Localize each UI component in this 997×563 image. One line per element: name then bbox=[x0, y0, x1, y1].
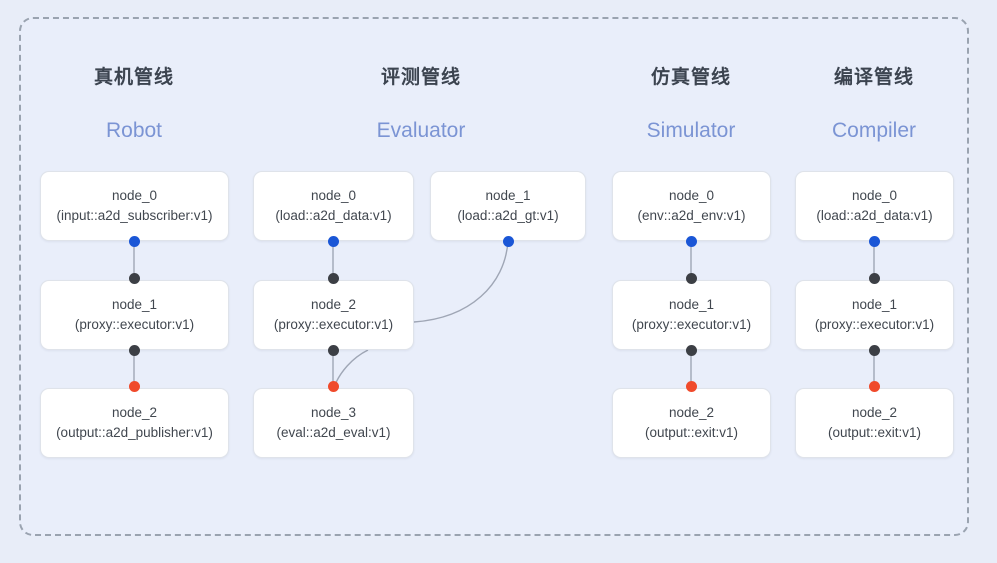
port-evaluator-3-in[interactable] bbox=[328, 381, 339, 392]
column-header-evaluator: 评测管线 Evaluator bbox=[321, 62, 521, 143]
port-evaluator-2-in[interactable] bbox=[328, 273, 339, 284]
node-id: node_2 bbox=[668, 405, 715, 420]
node-id: node_2 bbox=[851, 405, 898, 420]
node-kind: (load::a2d_data:v1) bbox=[275, 208, 392, 223]
node-evaluator-0[interactable]: node_0 (load::a2d_data:v1) bbox=[253, 171, 414, 241]
node-evaluator-2[interactable]: node_2 (proxy::executor:v1) bbox=[253, 280, 414, 350]
node-id: node_1 bbox=[668, 297, 715, 312]
node-id: node_0 bbox=[668, 188, 715, 203]
port-evaluator-2-out[interactable] bbox=[328, 345, 339, 356]
port-compiler-1-in[interactable] bbox=[869, 273, 880, 284]
node-kind: (eval::a2d_eval:v1) bbox=[276, 425, 391, 440]
node-id: node_1 bbox=[111, 297, 158, 312]
node-id: node_2 bbox=[310, 297, 357, 312]
column-title-en-simulator: Simulator bbox=[646, 119, 736, 142]
port-compiler-0-out[interactable] bbox=[869, 236, 880, 247]
node-robot-1[interactable]: node_1 (proxy::executor:v1) bbox=[40, 280, 229, 350]
node-robot-0[interactable]: node_0 (input::a2d_subscriber:v1) bbox=[40, 171, 229, 241]
node-kind: (input::a2d_subscriber:v1) bbox=[56, 208, 213, 223]
node-kind: (output::exit:v1) bbox=[644, 425, 739, 440]
port-simulator-2-in[interactable] bbox=[686, 381, 697, 392]
port-evaluator-1-out[interactable] bbox=[503, 236, 514, 247]
column-header-compiler: 编译管线 Compiler bbox=[774, 62, 974, 143]
port-simulator-0-out[interactable] bbox=[686, 236, 697, 247]
node-kind: (proxy::executor:v1) bbox=[631, 317, 752, 332]
column-title-en-compiler: Compiler bbox=[831, 119, 917, 142]
column-title-cn-simulator: 仿真管线 bbox=[650, 67, 731, 88]
port-robot-1-in[interactable] bbox=[129, 273, 140, 284]
node-kind: (output::a2d_publisher:v1) bbox=[56, 425, 213, 440]
port-robot-0-out[interactable] bbox=[129, 236, 140, 247]
node-evaluator-1[interactable]: node_1 (load::a2d_gt:v1) bbox=[430, 171, 586, 241]
node-simulator-2[interactable]: node_2 (output::exit:v1) bbox=[612, 388, 771, 458]
node-compiler-2[interactable]: node_2 (output::exit:v1) bbox=[795, 388, 954, 458]
column-title-cn-evaluator: 评测管线 bbox=[380, 67, 461, 88]
port-simulator-1-out[interactable] bbox=[686, 345, 697, 356]
node-kind: (proxy::executor:v1) bbox=[74, 317, 195, 332]
column-title-cn-robot: 真机管线 bbox=[93, 67, 174, 88]
node-kind: (proxy::executor:v1) bbox=[273, 317, 394, 332]
node-kind: (proxy::executor:v1) bbox=[814, 317, 935, 332]
node-simulator-0[interactable]: node_0 (env::a2d_env:v1) bbox=[612, 171, 771, 241]
node-compiler-0[interactable]: node_0 (load::a2d_data:v1) bbox=[795, 171, 954, 241]
node-kind: (load::a2d_gt:v1) bbox=[457, 208, 559, 223]
node-simulator-1[interactable]: node_1 (proxy::executor:v1) bbox=[612, 280, 771, 350]
node-id: node_0 bbox=[310, 188, 357, 203]
port-simulator-1-in[interactable] bbox=[686, 273, 697, 284]
node-id: node_0 bbox=[111, 188, 158, 203]
column-header-robot: 真机管线 Robot bbox=[34, 62, 234, 143]
node-id: node_1 bbox=[485, 188, 531, 203]
node-kind: (env::a2d_env:v1) bbox=[637, 208, 746, 223]
port-robot-1-out[interactable] bbox=[129, 345, 140, 356]
port-compiler-1-out[interactable] bbox=[869, 345, 880, 356]
port-evaluator-0-out[interactable] bbox=[328, 236, 339, 247]
node-kind: (output::exit:v1) bbox=[827, 425, 922, 440]
node-robot-2[interactable]: node_2 (output::a2d_publisher:v1) bbox=[40, 388, 229, 458]
column-title-en-robot: Robot bbox=[105, 119, 163, 142]
port-compiler-2-in[interactable] bbox=[869, 381, 880, 392]
node-id: node_0 bbox=[851, 188, 898, 203]
column-title-en-evaluator: Evaluator bbox=[376, 119, 466, 142]
column-header-simulator: 仿真管线 Simulator bbox=[591, 62, 791, 143]
node-kind: (load::a2d_data:v1) bbox=[816, 208, 933, 223]
node-compiler-1[interactable]: node_1 (proxy::executor:v1) bbox=[795, 280, 954, 350]
node-id: node_3 bbox=[310, 405, 357, 420]
node-evaluator-3[interactable]: node_3 (eval::a2d_eval:v1) bbox=[253, 388, 414, 458]
column-title-cn-compiler: 编译管线 bbox=[833, 67, 914, 88]
node-id: node_2 bbox=[111, 405, 158, 420]
port-robot-2-in[interactable] bbox=[129, 381, 140, 392]
node-id: node_1 bbox=[851, 297, 898, 312]
